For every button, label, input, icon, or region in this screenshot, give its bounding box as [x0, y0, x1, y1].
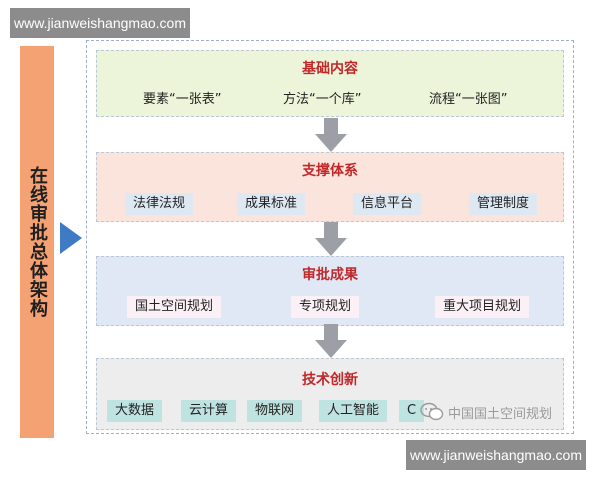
- panel-basic-content: 基础内容 要素“一张表” 方法“一个库” 流程“一张图”: [96, 50, 564, 117]
- arrow-right-icon: [60, 222, 82, 254]
- panel-item: 要素“一张表”: [143, 92, 222, 107]
- arrow-down-icon: [315, 222, 347, 256]
- watermark-bottom: www.jianweishangmao.com: [406, 440, 586, 470]
- panel-item: 成果标准: [237, 193, 306, 215]
- panel-item: C: [399, 400, 425, 422]
- panel-item: 方法“一个库”: [283, 92, 362, 107]
- panel-support-system: 支撑体系 法律法规 成果标准 信息平台 管理制度: [96, 152, 564, 222]
- panel-item: 人工智能: [319, 400, 388, 422]
- panel-item: 物联网: [247, 400, 303, 422]
- panel-item: 流程“一张图”: [429, 92, 508, 107]
- panel-item: 大数据: [107, 400, 163, 422]
- panel-title: 基础内容: [302, 61, 358, 77]
- panel-title: 支撑体系: [302, 163, 358, 179]
- arrow-down-icon: [315, 118, 347, 152]
- architecture-frame: [86, 40, 574, 434]
- wechat-caption: 中国国土空间规划: [448, 407, 553, 422]
- panel-item: 信息平台: [353, 193, 422, 215]
- panel-item: 重大项目规划: [435, 296, 530, 318]
- panel-approval-results: 审批成果 国土空间规划 专项规划 重大项目规划: [96, 256, 564, 326]
- panel-title: 审批成果: [302, 267, 358, 283]
- arrow-down-icon: [315, 324, 347, 358]
- panel-item: 云计算: [181, 400, 237, 422]
- panel-title: 技术创新: [302, 372, 358, 388]
- watermark-top: www.jianweishangmao.com: [10, 8, 190, 38]
- panel-item: 法律法规: [125, 193, 194, 215]
- panel-item: 专项规划: [291, 296, 360, 318]
- side-bar: 在线审批总体架构: [20, 46, 54, 438]
- panel-item: 国土空间规划: [127, 296, 222, 318]
- panel-tech-innovation: 技术创新 大数据 云计算 物联网 人工智能 C: [96, 358, 564, 430]
- wechat-icon: [420, 402, 444, 421]
- side-label: 在线审批总体架构: [27, 166, 48, 318]
- panel-item: 管理制度: [469, 193, 538, 215]
